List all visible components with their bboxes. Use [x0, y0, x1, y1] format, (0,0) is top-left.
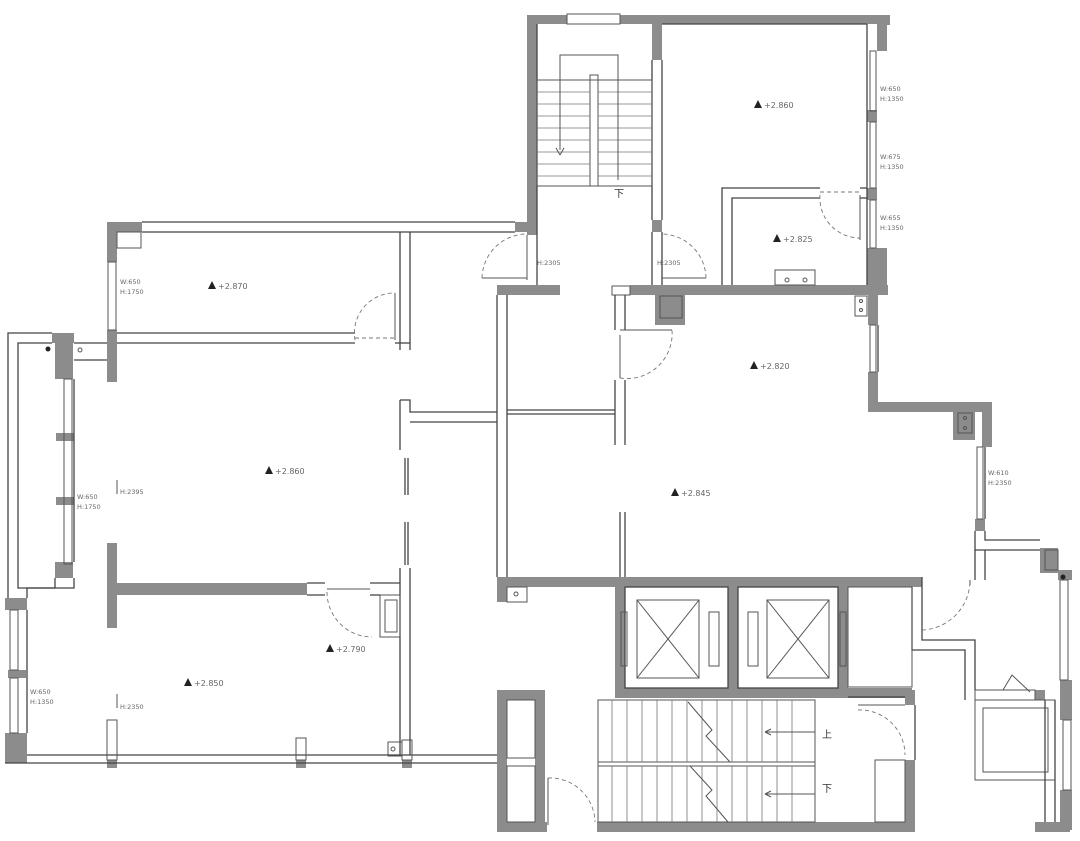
level-middle-left-room: +2.860 — [275, 467, 305, 476]
stair-label-down-bottom: 下 — [822, 784, 832, 795]
window-note-line: H:1350 — [880, 95, 904, 103]
level-lower-left-room: +2.850 — [194, 679, 224, 688]
door-height-note: H:2305 — [537, 259, 561, 267]
window-note-line: W:655 — [880, 214, 901, 222]
level-hall-right: +2.820 — [760, 362, 790, 371]
window-note-line: H:2350 — [988, 479, 1012, 487]
window-note-line: W:650 — [30, 688, 51, 696]
window-note-line: W:650 — [120, 278, 141, 286]
window-note-line: H:1350 — [880, 163, 904, 171]
window-note-line: H:1750 — [120, 288, 144, 296]
door-height-note: H:2305 — [657, 259, 681, 267]
window-note-line: W:610 — [988, 469, 1009, 477]
window-note-line: W:650 — [880, 85, 901, 93]
window-note-line: W:675 — [880, 153, 901, 161]
window-note-line: W:650 — [77, 493, 98, 501]
window-notes: W:650 H:1350 W:675 H:1350 W:655 H:1350 W… — [30, 85, 1012, 706]
door-swings — [326, 191, 1031, 825]
stair-label-down: 下 — [614, 189, 624, 200]
level-top-right-room: +2.860 — [764, 101, 794, 110]
level-upper-left-room: +2.870 — [218, 282, 248, 291]
stair-label-up: 上 — [822, 729, 832, 741]
solid-walls — [5, 15, 1072, 832]
level-small-room: +2.825 — [783, 235, 813, 244]
window-note-line: H:1350 — [880, 224, 904, 232]
elevators — [620, 586, 847, 689]
fixtures — [45, 346, 1066, 752]
window-note-line: H:1750 — [77, 503, 101, 511]
height-notes: H:2305 H:2305 H:2395 H:2350 — [116, 259, 681, 711]
window-note-line: H:1350 — [30, 698, 54, 706]
wall-outlines — [5, 13, 1072, 823]
bottom-staircase: 上 下 — [597, 699, 832, 823]
room-level-markers: +2.860 +2.825 +2.870 +2.860 +2.820 +2.84… — [184, 100, 813, 688]
level-living-main: +2.845 — [681, 489, 711, 498]
height-note: H:2350 — [120, 703, 144, 711]
top-staircase: 下 — [536, 54, 653, 200]
height-note: H:2395 — [120, 488, 144, 496]
level-bath-area: +2.790 — [336, 645, 366, 654]
